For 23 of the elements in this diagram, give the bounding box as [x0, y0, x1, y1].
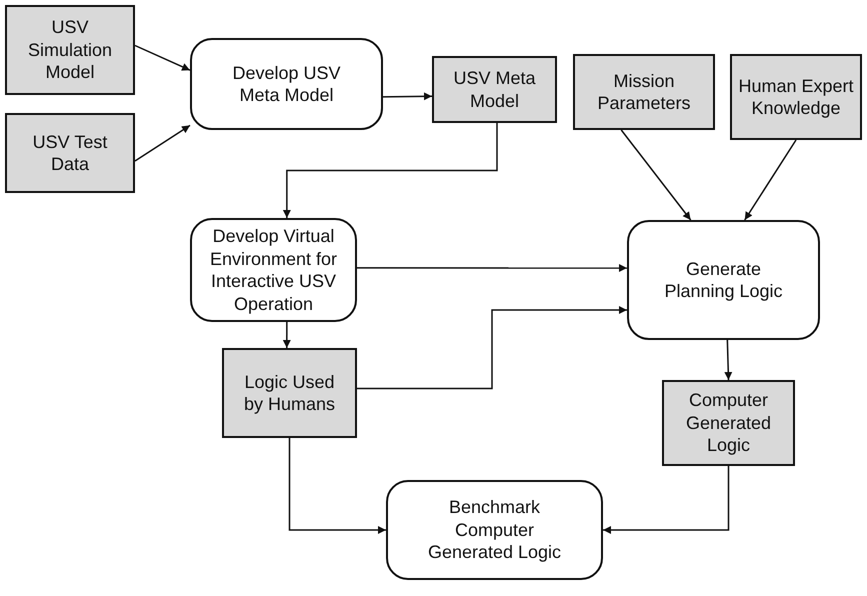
process-box: Generate Planning Logic: [627, 220, 820, 340]
data-box: USV Test Data: [5, 113, 135, 193]
arrow: [357, 306, 627, 390]
arrow: [357, 264, 627, 272]
data-box: Mission Parameters: [573, 54, 715, 130]
arrow: [134, 124, 190, 162]
arrow: [603, 466, 730, 534]
data-box: Computer Generated Logic: [662, 380, 795, 466]
arrow: [282, 322, 291, 348]
data-box: Logic Used by Humans: [222, 348, 357, 438]
arrow: [282, 123, 498, 218]
data-box: USV Simulation Model: [5, 5, 135, 95]
process-box: Benchmark Computer Generated Logic: [386, 480, 603, 580]
arrow: [288, 438, 386, 534]
process-box: Develop Virtual Environment for Interactive USV Operation: [190, 218, 357, 322]
data-box: Human Expert Knowledge: [730, 54, 862, 140]
arrow: [724, 340, 732, 380]
arrow: [620, 130, 692, 220]
arrow: [382, 92, 432, 100]
process-box: Develop USV Meta Model: [190, 38, 383, 130]
arrow: [134, 44, 190, 71]
arrow: [744, 140, 797, 220]
data-box: USV Meta Model: [432, 56, 557, 123]
